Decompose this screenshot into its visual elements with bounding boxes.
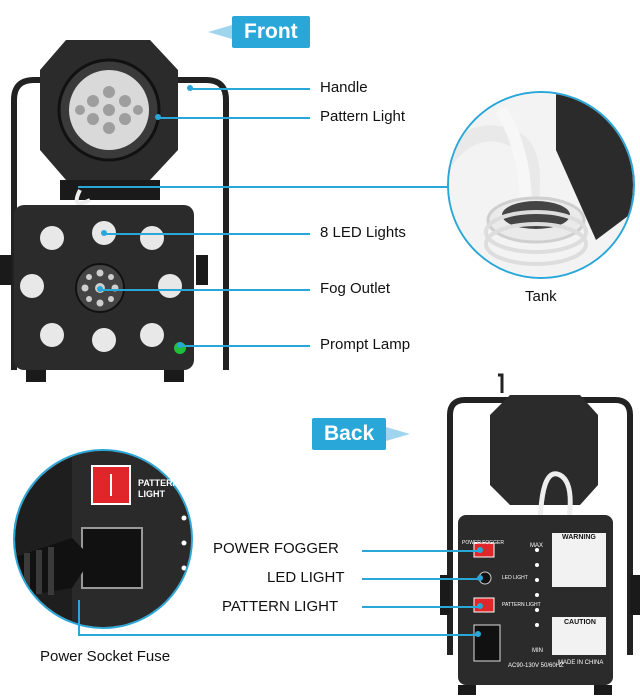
leader-led-lights: [104, 233, 310, 235]
dot-led-lights: [101, 230, 107, 236]
back-fog-machine: [440, 373, 640, 695]
front-tag: Front: [202, 16, 310, 48]
label-power-socket-fuse: Power Socket Fuse: [40, 648, 171, 665]
label-prompt-lamp: Prompt Lamp: [320, 336, 411, 353]
dot-socket: [475, 631, 481, 637]
leader-pattern-light-back: [362, 606, 480, 608]
leader-led-light: [362, 578, 480, 580]
panel-min: MIN: [532, 648, 543, 654]
dot-handle: [187, 85, 193, 91]
arrow-left-icon: [208, 25, 232, 39]
label-pattern-light: Pattern Light: [320, 108, 406, 125]
leader-tank: [78, 186, 458, 188]
panel-max: MAX: [530, 543, 544, 549]
label-fog-outlet: Fog Outlet: [320, 280, 391, 297]
arrow-right-icon: [386, 427, 411, 441]
label-handle: Handle: [320, 79, 368, 96]
front-tag-label: Front: [232, 16, 310, 48]
panel-caution: CAUTION: [564, 619, 596, 626]
back-tag-label: Back: [312, 418, 387, 450]
power-socket-zoom: [13, 449, 193, 629]
panel-pattern-light: PATTERN LIGHT: [502, 602, 541, 608]
panel-made-in: MADE IN CHINA: [558, 660, 604, 666]
leader-pattern-light: [158, 117, 310, 119]
label-led-lights: 8 LED Lights: [320, 224, 406, 241]
back-tag: Back: [312, 418, 416, 450]
label-led-light: LED LIGHT: [267, 569, 345, 586]
dot-led-light: [477, 575, 483, 581]
label-pattern-light-back: PATTERN LIGHT: [222, 598, 339, 615]
panel-rating: AC90-130V 50/60HZ: [508, 663, 564, 669]
leader-power-fogger: [362, 550, 480, 552]
panel-led-light: LED LIGHT: [502, 575, 528, 581]
tank-zoom: [447, 91, 635, 279]
dot-pattern-light: [155, 114, 161, 120]
label-power-fogger: POWER FOGGER: [213, 540, 339, 557]
dot-power-fogger: [477, 547, 483, 553]
leader-fog-outlet: [100, 289, 310, 291]
leader-handle: [190, 88, 310, 90]
zoom-pattern-light-text: PATTERN LIGHT: [138, 478, 180, 499]
dot-pattern-light-back: [477, 603, 483, 609]
leader-prompt-lamp: [180, 345, 310, 347]
leader-socket-horizontal: [78, 634, 478, 636]
label-tank: Tank: [525, 288, 557, 305]
dot-prompt-lamp: [177, 342, 183, 348]
front-fog-machine: [0, 40, 229, 382]
panel-warning: WARNING: [562, 534, 596, 541]
leader-socket-vertical: [78, 600, 80, 635]
panel-power-fogger: POWER FOGGER: [462, 540, 504, 546]
dot-fog-outlet: [97, 286, 103, 292]
